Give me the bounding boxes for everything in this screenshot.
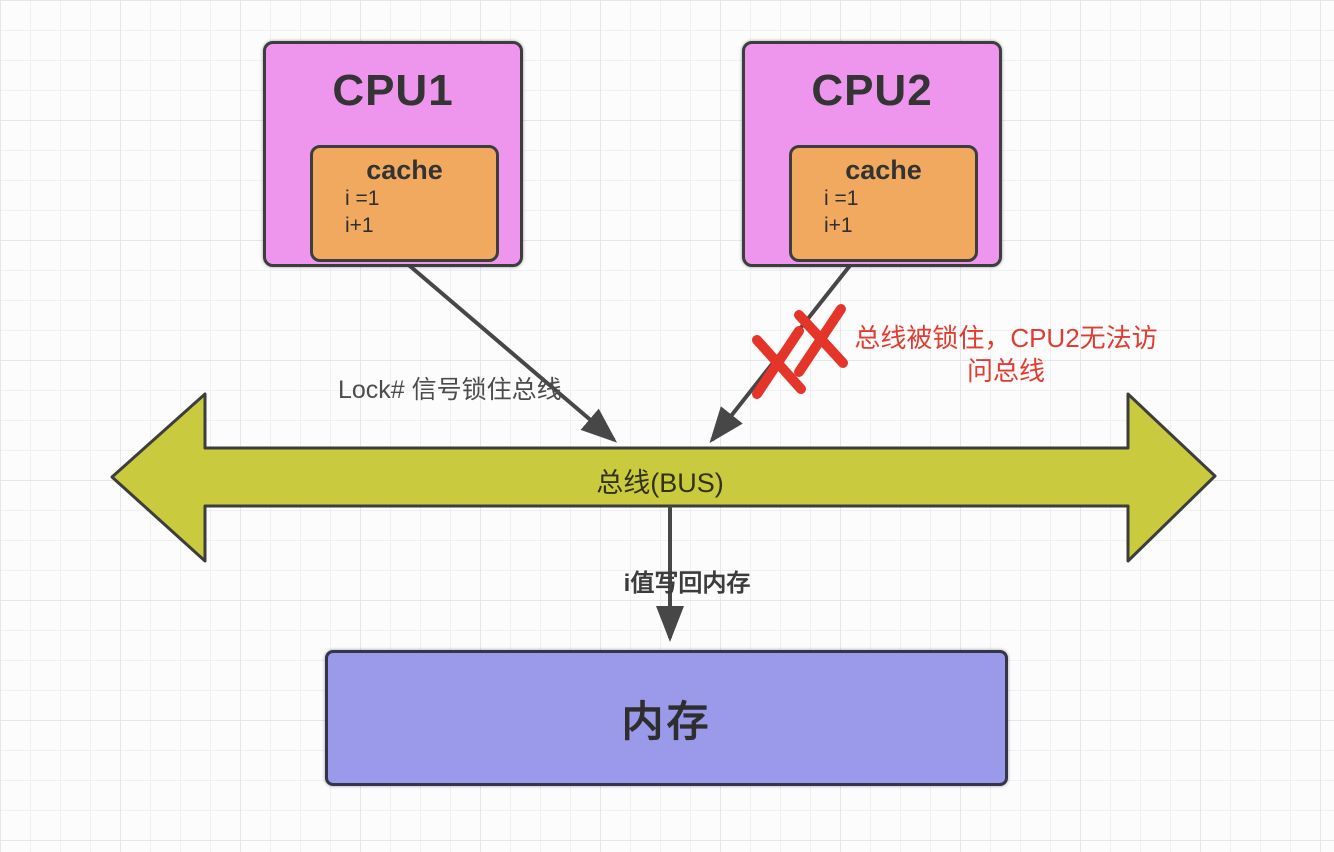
- bus-label: 总线(BUS): [596, 468, 724, 498]
- cpu1-title: CPU1: [332, 66, 454, 115]
- bus-arrow: [110, 392, 1217, 563]
- cpu1-cache-title: cache: [366, 155, 443, 185]
- cpu1-box: CPU1 cache i =1 i+1: [263, 41, 523, 267]
- memory-box: 内存: [325, 650, 1008, 786]
- blocked-cross-icon: [752, 304, 848, 399]
- cpu1-cache-op: i+1: [345, 214, 374, 237]
- cpu1-cache-box: cache i =1 i+1: [310, 145, 499, 262]
- cpu1-cache-value: i =1: [345, 187, 380, 210]
- bus-locked-annotation: 总线被锁住，CPU2无法访问总线: [854, 323, 1158, 386]
- lock-signal-label: Lock# 信号锁住总线: [338, 376, 562, 404]
- cpu2-cache-op: i+1: [824, 214, 853, 237]
- write-back-label: i值写回内存: [623, 570, 751, 597]
- cpu2-cache-title: cache: [845, 155, 922, 185]
- memory-label: 内存: [621, 697, 712, 745]
- cpu2-title: CPU2: [811, 66, 933, 115]
- cpu2-box: CPU2 cache i =1 i+1: [742, 41, 1002, 267]
- cpu1-to-bus-arrow: [402, 259, 618, 443]
- cpu2-cache-value: i =1: [824, 187, 859, 210]
- cpu2-cache-box: cache i =1 i+1: [789, 145, 978, 262]
